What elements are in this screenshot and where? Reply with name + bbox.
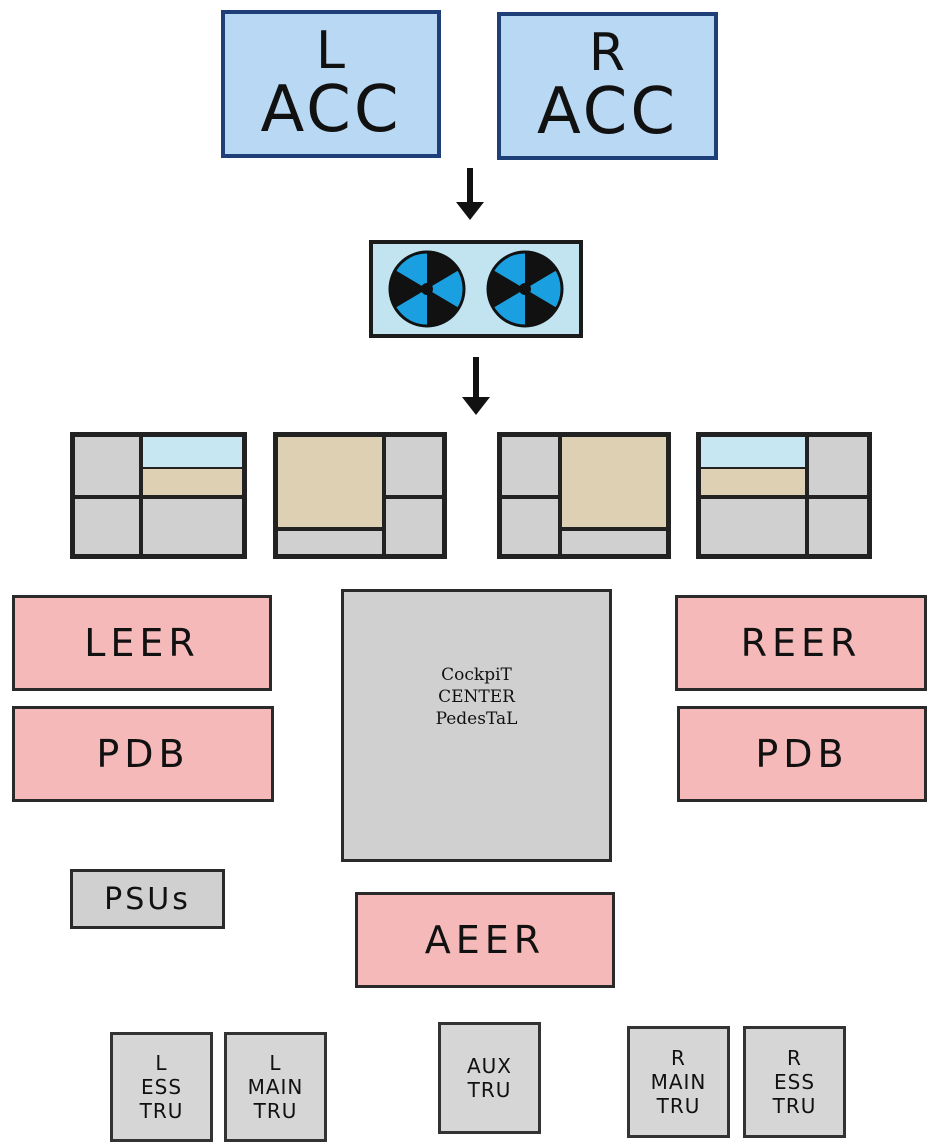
panel-2-cell-b [384,435,444,497]
arrow-fans-to-panels [462,357,490,415]
r-main-tru-box: R MAIN TRU [627,1026,730,1138]
left-pdb-box: PDB [12,706,274,802]
r-ess-tru-label: TRU [772,1094,817,1118]
aux-tru-label: TRU [467,1078,512,1102]
panel-4-cell-e [807,497,869,556]
panel-3-cell-a [500,435,560,497]
l-ess-tru-label: TRU [139,1099,184,1123]
pedestal-label-line3: PedesTaL [435,709,518,729]
psus-label: PSUs [104,881,191,917]
panel-4-cell-c [807,435,869,497]
l-main-tru-label: TRU [253,1099,298,1123]
l-main-tru-type: MAIN [247,1075,304,1099]
right-acc-box: R ACC [497,12,718,160]
r-ess-tru-box: R ESS TRU [743,1026,846,1138]
psus-box: PSUs [70,869,225,929]
r-ess-tru-type: ESS [773,1070,816,1094]
left-acc-side-label: L [316,21,346,81]
panel-4-cell-b [699,467,807,497]
equipment-panel-1 [70,432,247,559]
equipment-panel-3 [497,432,671,559]
panel-1-cell-d [73,497,141,556]
panel-1-cell-e [141,497,244,556]
l-ess-tru-side: L [155,1051,168,1075]
panel-3-cell-b [500,497,560,556]
r-main-tru-side: R [671,1046,686,1070]
equipment-panel-4 [696,432,872,559]
aux-tru-box: AUX TRU [438,1022,541,1134]
right-pdb-box: PDB [677,706,927,802]
left-pdb-label: PDB [96,732,190,776]
fan-pair-graphic [388,250,564,328]
panel-4-cell-a [699,435,807,469]
aux-tru-type: AUX [466,1054,513,1078]
right-fan-icon [486,250,564,328]
pedestal-label-line2: CENTER [438,687,515,707]
right-pdb-label: PDB [755,732,849,776]
leer-box: LEER [12,595,272,691]
l-ess-tru-type: ESS [140,1075,183,1099]
cockpit-center-pedestal-box: CockpiT CENTER PedesTaL [341,589,612,862]
aeer-label: AEER [424,918,546,962]
left-acc-box: L ACC [221,10,441,158]
right-acc-label: ACC [536,75,679,149]
pedestal-label-line1: CockpiT [441,665,512,685]
panel-1-cell-b [141,435,244,469]
left-fan-icon [388,250,466,328]
panel-1-cell-c [141,467,244,497]
leer-label: LEER [84,621,200,665]
arrow-acc-to-fans [456,168,484,220]
l-main-tru-side: L [269,1051,282,1075]
right-acc-side-label: R [588,23,627,83]
left-acc-label: ACC [260,73,402,147]
panel-1-cell-a [73,435,141,497]
r-main-tru-label: TRU [656,1094,701,1118]
fan-unit [369,240,583,338]
r-ess-tru-side: R [787,1046,802,1070]
r-main-tru-type: MAIN [650,1070,707,1094]
equipment-panel-2 [273,432,447,559]
l-main-tru-box: L MAIN TRU [224,1032,327,1142]
reer-label: REER [740,621,862,665]
panel-3-cell-c [560,435,668,529]
panel-4-cell-d [699,497,807,556]
panel-2-cell-c [384,497,444,556]
panel-2-cell-d [276,529,384,556]
reer-box: REER [675,595,927,691]
panel-3-cell-d [560,529,668,556]
aeer-box: AEER [355,892,615,988]
panel-2-cell-a [276,435,384,529]
l-ess-tru-box: L ESS TRU [110,1032,213,1142]
